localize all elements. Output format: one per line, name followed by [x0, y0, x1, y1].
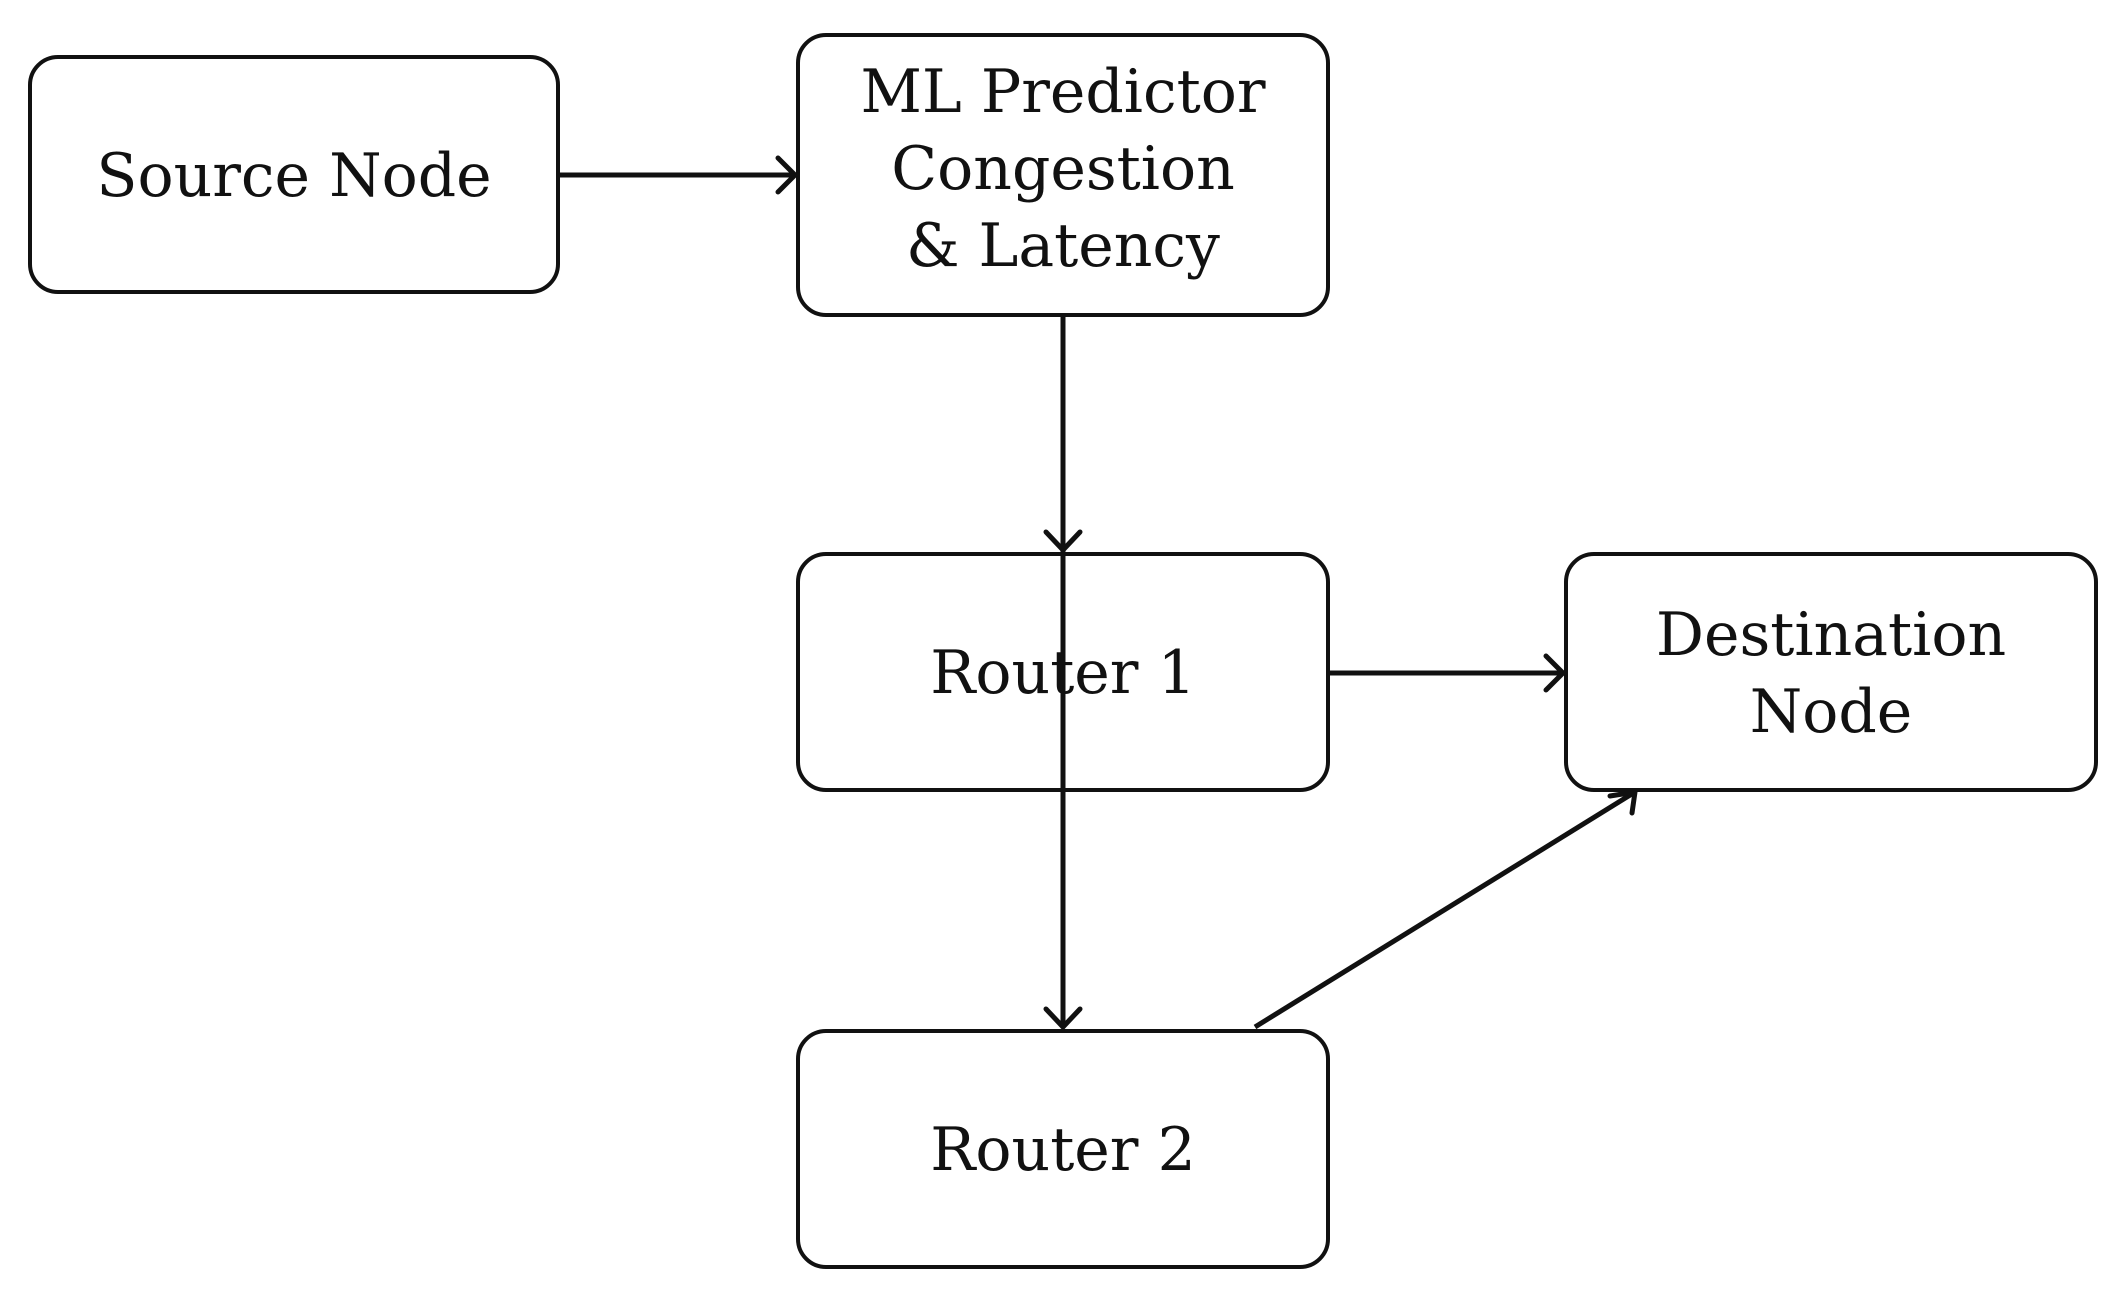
edge-router1-to-destination — [1328, 653, 1566, 693]
ml-predictor-label-line-2: Congestion — [891, 134, 1234, 204]
source-node[interactable]: Source Node — [28, 55, 560, 294]
ml-predictor-label-line-3: & Latency — [906, 211, 1220, 281]
nodes: Source Node ML Predictor Congestion & La… — [28, 33, 2098, 1269]
router-2-node[interactable]: Router 2 — [796, 1029, 1330, 1269]
destination-label-line-1: Destination — [1656, 600, 2006, 670]
router-1-label: Router 1 — [930, 638, 1196, 708]
ml-predictor-node[interactable]: ML Predictor Congestion & Latency — [796, 33, 1330, 317]
router-2-label: Router 2 — [930, 1115, 1196, 1185]
destination-node[interactable]: Destination Node — [1564, 552, 2098, 792]
edge-router2-to-destination — [1253, 789, 1638, 1030]
destination-label-line-2: Node — [1750, 677, 1913, 747]
router-1-node[interactable]: Router 1 — [796, 552, 1330, 792]
edge-source-to-predictor — [560, 155, 798, 195]
ml-predictor-label-line-1: ML Predictor — [860, 57, 1265, 127]
source-node-label: Source Node — [96, 141, 491, 211]
edge-predictor-to-router1 — [1043, 315, 1083, 553]
